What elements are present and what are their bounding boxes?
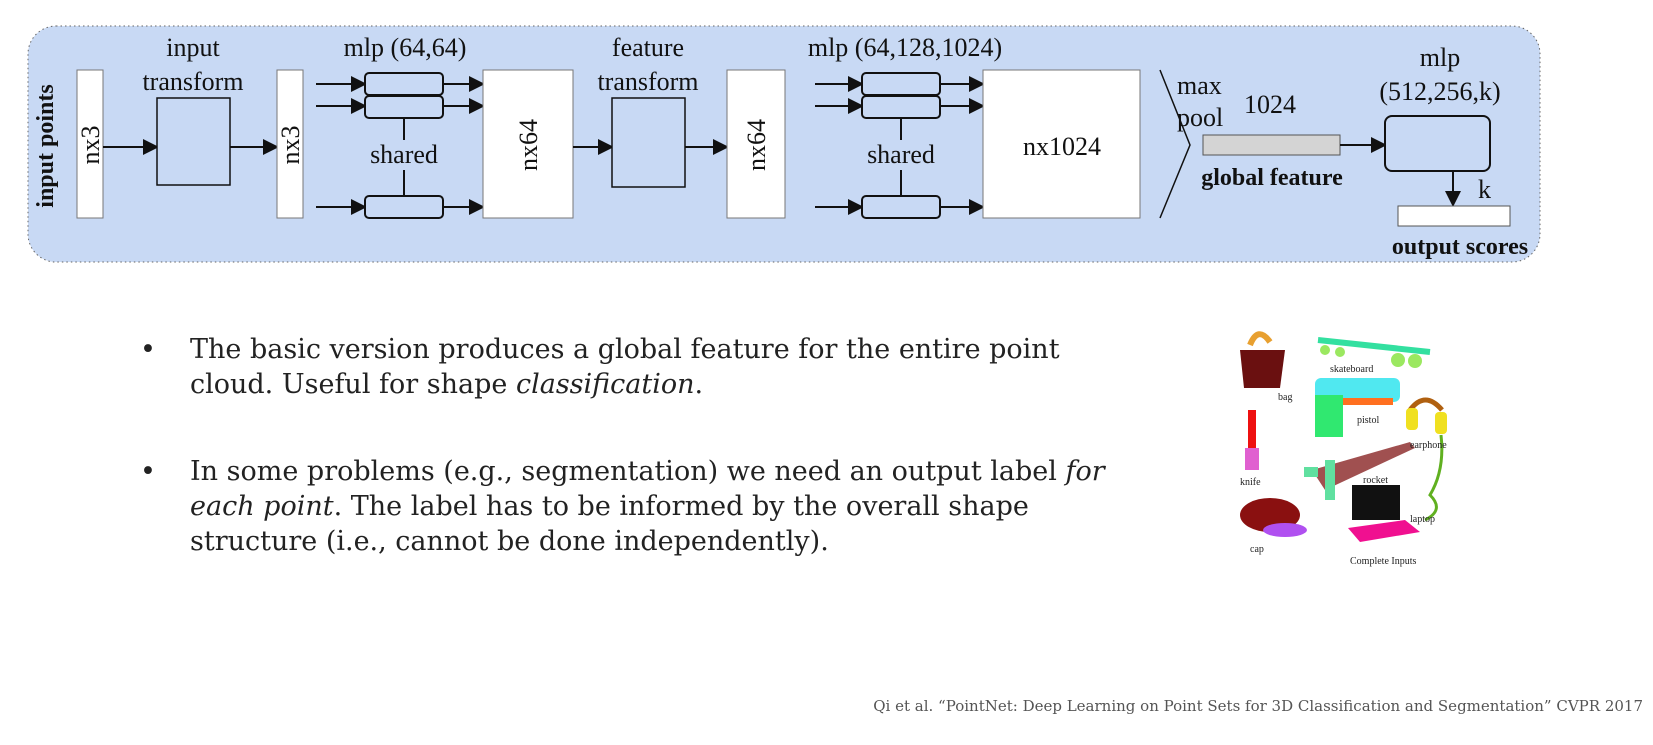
feature-transform-label-1: feature: [612, 33, 684, 62]
side-label: input points: [33, 84, 59, 207]
label-bag: bag: [1278, 392, 1292, 403]
output-scores-label: output scores: [1392, 234, 1528, 260]
figure-caption: Complete Inputs: [1350, 556, 1416, 567]
bullet-2-text: . The label has to be informed by the ov…: [190, 491, 1029, 557]
mlp1-group: [316, 72, 485, 219]
feature-box-1: [482, 69, 574, 219]
mlp2-label: mlp (64,128,1024): [808, 33, 1002, 62]
label-pistol: pistol: [1357, 415, 1379, 426]
label-knife: knife: [1240, 477, 1261, 488]
input-transform-box: [156, 97, 231, 186]
transformed-box: [276, 69, 304, 219]
global-feature-bar: [1202, 134, 1341, 156]
transformed-box-label: nx3: [276, 126, 305, 165]
feature-box-1-label: nx64: [514, 119, 543, 171]
bullet-2-pre: In some problems (e.g., segmentation) we…: [190, 456, 1066, 487]
max-pool-label-1: max: [1177, 71, 1222, 100]
label-skateboard: skateboard: [1330, 364, 1373, 375]
bullet-symbol: •: [140, 334, 156, 365]
label-laptop: laptop: [1410, 514, 1435, 525]
mlp1-label: mlp (64,64): [344, 33, 467, 62]
bullet-2-emphasis: for each point: [190, 456, 1105, 522]
bullet-1-emphasis: classification: [515, 369, 695, 400]
input-transform-label-2: transform: [142, 67, 243, 96]
output-scores-bar: [1397, 205, 1511, 227]
global-feature-label: global feature: [1201, 165, 1343, 191]
input-box: [76, 69, 104, 219]
bullet-list: • The basic version produces a global fe…: [140, 332, 1140, 595]
label-earphone: earphone: [1410, 440, 1447, 451]
bullet-1-text: The basic version produces a global feat…: [190, 334, 1060, 400]
feature-box-2: [726, 69, 786, 219]
label-cap: cap: [1250, 544, 1264, 555]
shared2-label: shared: [867, 140, 935, 169]
input-box-label: nx3: [76, 126, 105, 165]
max-pool-chevron: [1159, 69, 1191, 219]
bullet-symbol: •: [140, 456, 156, 487]
input-transform-label-1: input: [166, 33, 220, 62]
bullet-1-tail: .: [694, 369, 704, 400]
mlp3-label-2: (512,256,k): [1379, 77, 1500, 106]
feature-box-3: [982, 69, 1141, 219]
bullet-item-2: • In some problems (e.g., segmentation) …: [140, 454, 1140, 559]
feature-transform-box: [611, 97, 686, 188]
mlp2-group: [815, 72, 985, 219]
max-pool-label-2: pool: [1177, 103, 1223, 132]
citation: Qi et al. “PointNet: Deep Learning on Po…: [873, 697, 1643, 715]
mlp3-label-1: mlp: [1420, 43, 1460, 72]
global-dim-label: 1024: [1244, 90, 1296, 119]
mlp3-box: [1384, 115, 1491, 172]
shared1-label: shared: [370, 140, 438, 169]
label-rocket: rocket: [1363, 475, 1388, 486]
point-cloud-figure: bag skateboard pistol earphone knife roc…: [1240, 331, 1447, 567]
feature-box-3-label: nx1024: [1023, 132, 1101, 161]
feature-transform-label-2: transform: [597, 67, 698, 96]
k-label: k: [1478, 175, 1491, 204]
bullet-item-1: • The basic version produces a global fe…: [140, 332, 1140, 402]
pointnet-architecture-diagram: input points nx3 input transform nx3 mlp…: [27, 25, 1541, 263]
feature-box-2-label: nx64: [742, 119, 771, 171]
